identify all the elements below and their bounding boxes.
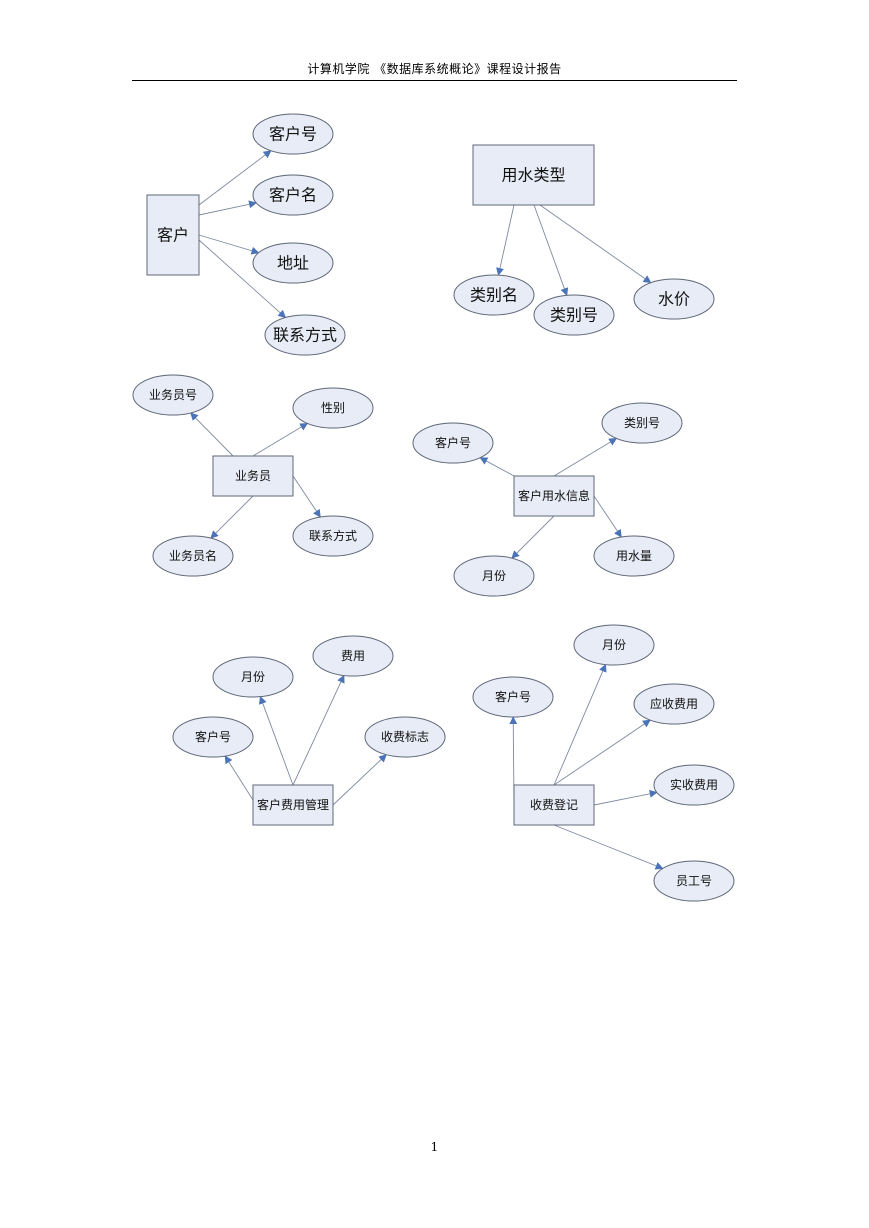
header-rule [132, 80, 737, 81]
attribute-ellipse: 月份 [212, 656, 294, 698]
attribute-label: 实收费用 [670, 777, 718, 792]
attribute-label: 地址 [277, 254, 309, 273]
relation-arrow [511, 515, 555, 559]
relation-arrow [593, 495, 622, 538]
relation-arrow [539, 204, 652, 284]
relation-arrow [210, 495, 254, 539]
attribute-ellipse: 业务员名 [152, 535, 234, 577]
attribute-label: 联系方式 [309, 528, 357, 543]
page-header: 计算机学院 《数据库系统概论》课程设计报告 [307, 62, 562, 76]
attribute-ellipse: 应收费用 [633, 683, 715, 725]
relation-arrow [533, 204, 569, 297]
attribute-label: 客户号 [269, 125, 317, 144]
entity-box: 收费登记 [513, 784, 595, 826]
relation-arrow [593, 789, 658, 806]
attribute-label: 月份 [241, 670, 265, 684]
relation-arrow [198, 200, 257, 216]
attribute-label: 类别号 [550, 306, 598, 325]
attribute-ellipse: 地址 [252, 242, 334, 284]
attribute-ellipse: 客户号 [412, 422, 494, 464]
attribute-label: 客户号 [495, 689, 531, 704]
relation-arrow [553, 437, 618, 477]
attribute-ellipse: 月份 [573, 624, 655, 666]
entity-box: 用水类型 [472, 144, 595, 206]
attribute-label: 应收费用 [650, 696, 698, 711]
attribute-label: 员工号 [676, 874, 712, 888]
relation-arrow [553, 663, 607, 786]
relation-arrow [332, 754, 387, 806]
relation-arrow [252, 422, 309, 457]
attribute-ellipse: 类别号 [601, 402, 683, 444]
page-number: 1 [430, 1140, 439, 1154]
attribute-ellipse: 业务员号 [132, 374, 214, 416]
attribute-ellipse: 收费标志 [364, 716, 446, 758]
relation-arrow [224, 755, 254, 801]
attribute-label: 水价 [658, 290, 690, 309]
attribute-ellipse: 月份 [453, 555, 535, 597]
relation-arrow [259, 695, 294, 786]
relation-arrow [198, 239, 287, 319]
attribute-ellipse: 实收费用 [653, 764, 735, 806]
attribute-label: 类别名 [470, 286, 518, 305]
entity-box: 客户费用管理 [252, 784, 334, 826]
attribute-label: 收费标志 [381, 730, 429, 744]
attribute-label: 费用 [341, 649, 365, 663]
entity-box: 业务员 [212, 455, 294, 497]
relation-arrow [198, 150, 272, 206]
attribute-ellipse: 员工号 [653, 860, 735, 902]
attribute-label: 客户号 [435, 435, 471, 450]
attribute-label: 客户名 [269, 186, 317, 205]
attribute-label: 性别 [321, 401, 345, 415]
relation-arrow [479, 457, 515, 477]
attribute-ellipse: 联系方式 [264, 314, 346, 356]
attribute-label: 类别号 [624, 416, 660, 430]
relation-arrow [553, 719, 651, 786]
attribute-label: 联系方式 [273, 326, 337, 345]
relation-arrow [553, 824, 664, 870]
attribute-label: 用水量 [616, 549, 652, 563]
entity-label: 用水类型 [501, 166, 565, 185]
attribute-label: 月份 [482, 569, 506, 583]
attribute-label: 业务员号 [149, 387, 197, 402]
entity-box: 客户用水信息 [513, 475, 595, 517]
attribute-ellipse: 用水量 [593, 535, 675, 577]
entity-label: 收费登记 [530, 797, 578, 812]
relation-arrow [496, 204, 515, 276]
entity-label: 客户 [157, 226, 189, 245]
entity-label: 客户费用管理 [257, 797, 329, 812]
attribute-label: 业务员名 [169, 548, 217, 563]
attribute-ellipse: 费用 [312, 635, 394, 677]
attribute-ellipse: 客户号 [172, 716, 254, 758]
entity-box: 客户 [146, 194, 200, 276]
attribute-label: 月份 [602, 638, 626, 652]
attribute-ellipse: 性别 [292, 387, 374, 429]
attribute-label: 客户号 [195, 729, 231, 744]
relation-arrow [190, 412, 234, 457]
attribute-ellipse: 联系方式 [292, 515, 374, 557]
relation-arrow [292, 475, 321, 518]
attribute-ellipse: 水价 [633, 278, 715, 320]
attribute-ellipse: 类别名 [453, 274, 535, 316]
entity-label: 客户用水信息 [518, 488, 590, 503]
attribute-ellipse: 客户名 [252, 174, 334, 216]
entity-label: 业务员 [235, 468, 271, 483]
relation-arrow [198, 234, 260, 255]
attribute-ellipse: 客户号 [472, 676, 554, 718]
relation-arrow [292, 674, 345, 786]
attribute-ellipse: 客户号 [252, 113, 334, 155]
attribute-ellipse: 类别号 [533, 294, 615, 336]
